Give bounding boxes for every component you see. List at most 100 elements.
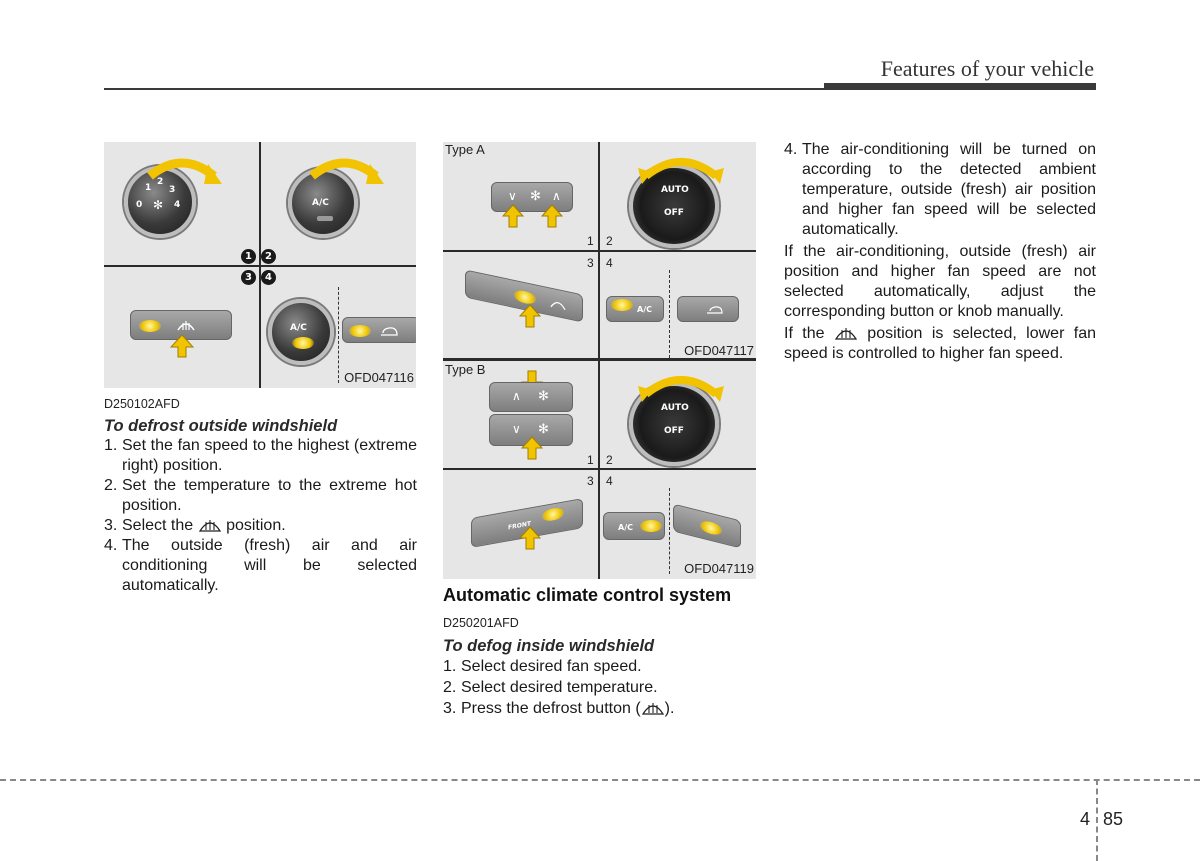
subsection-heading: To defog inside windshield <box>443 637 655 655</box>
ac-button-panel: A/C <box>603 512 665 540</box>
step-number: 2. <box>443 679 457 696</box>
off-label: OFF <box>664 426 684 436</box>
footer-rule <box>0 779 1200 781</box>
up-arrow-icon <box>170 334 194 358</box>
step-number: 4. <box>104 537 118 554</box>
fan-icon: ✻ <box>153 198 164 212</box>
step-text-before: Select the <box>122 517 194 534</box>
off-label: OFF <box>664 208 684 218</box>
section-code: D250102AFD <box>104 397 180 411</box>
marker-2: 2 <box>606 453 613 467</box>
figure-divider <box>669 488 670 574</box>
ac-label: A/C <box>637 305 652 314</box>
rotate-arrow-icon <box>638 376 724 402</box>
fan-up-button: ∧ ✻ <box>489 382 573 412</box>
defrost-icon <box>177 321 195 331</box>
knob-number: 2 <box>157 177 164 187</box>
marker-2: 2 <box>606 234 613 248</box>
marker-2: 2 <box>261 249 276 264</box>
fan-speed-knob: 1 2 3 0 4 ✻ <box>124 166 196 238</box>
right-column: 4. The air-conditioning will be turned o… <box>784 140 1096 364</box>
fan-down-button: ∨ ✻ <box>489 414 573 446</box>
step-text: Select desired fan speed. <box>461 658 642 675</box>
paragraph-text-after: position is selected, lower fan speed is… <box>784 325 1097 362</box>
knob-number: 1 <box>145 183 152 193</box>
indicator-glow <box>139 320 161 332</box>
chevron-down-icon: ∨ <box>508 189 517 203</box>
footer-divider <box>1096 779 1098 861</box>
list-item: 3. Select the position. <box>104 516 417 536</box>
list-item: 4. The air-conditioning will be turned o… <box>784 140 1096 240</box>
step-text: Press the defrost button ( ). <box>461 699 756 719</box>
figure-automatic-climate: Type A Type B ∨ ✻ ∧ AUTO OFF 1 2 3 4 A/C <box>443 142 756 579</box>
marker-3: 3 <box>587 256 594 270</box>
figure-divider <box>104 265 416 267</box>
list-item: 2. Set the temperature to the extreme ho… <box>104 476 417 516</box>
list-item: 3. Press the defrost button ( ). <box>443 699 756 719</box>
step-text: Select the position. <box>122 516 417 536</box>
type-a-label: Type A <box>445 142 485 157</box>
chevron-up-icon: ∧ <box>552 189 561 203</box>
ac-knob: A/C <box>268 299 334 365</box>
step-text-after: ). <box>664 700 675 717</box>
step-text: Set the fan speed to the highest (extrem… <box>122 437 417 474</box>
knob-number: 4 <box>174 200 181 210</box>
indicator-glow <box>349 325 371 337</box>
paragraph: If the position is selected, lower fan s… <box>784 324 1096 364</box>
figure-divider <box>338 287 339 383</box>
up-arrow-icon <box>521 436 543 460</box>
knob-number: 3 <box>169 185 176 195</box>
step-number: 4. <box>784 141 798 158</box>
ac-indicator <box>317 216 333 221</box>
step-number: 1. <box>443 658 457 675</box>
type-b-label: Type B <box>445 362 486 377</box>
header-rule <box>104 88 824 90</box>
rotate-arrow-icon <box>147 158 222 184</box>
fan-icon: ✻ <box>538 388 549 403</box>
up-arrow-icon <box>502 204 524 228</box>
ac-label: A/C <box>312 198 329 208</box>
marker-3: 3 <box>587 474 594 488</box>
list-item: 1. Set the fan speed to the highest (ext… <box>104 436 417 476</box>
list-item: 2. Select desired temperature. <box>443 678 756 698</box>
up-arrow-icon <box>519 304 541 328</box>
marker-1: 1 <box>587 453 594 467</box>
marker-4: 4 <box>606 256 613 270</box>
chevron-down-icon: ∨ <box>512 422 521 436</box>
indicator-glow <box>700 519 722 537</box>
middle-column: D250201AFD To defog inside windshield 1.… <box>443 613 756 719</box>
header-rule-accent <box>824 83 1096 90</box>
figure-code: OFD047116 <box>344 370 414 385</box>
marker-4: 4 <box>606 474 613 488</box>
step-text: Set the temperature to the extreme hot p… <box>122 477 417 514</box>
step-text: Select desired temperature. <box>461 679 658 696</box>
auto-label: AUTO <box>661 185 689 195</box>
step-text: The air-conditioning will be turned on a… <box>802 141 1096 238</box>
step-number: 2. <box>104 477 118 494</box>
ac-label: A/C <box>618 523 633 532</box>
chapter-number: 4 <box>1080 809 1091 829</box>
figure-divider <box>669 270 670 358</box>
paragraph-text-before: If the <box>784 325 825 342</box>
figure-manual-climate-defrost: 1 2 3 0 4 ✻ A/C 1 2 3 4 A/C <box>104 142 416 388</box>
step-text-before: Press the defrost button ( <box>461 700 641 717</box>
defrost-button-panel <box>465 269 583 323</box>
ac-button-panel: A/C <box>606 296 664 322</box>
page-number: 85 <box>1103 809 1124 829</box>
list-item: 1. Select desired fan speed. <box>443 657 756 677</box>
step-number: 1. <box>104 437 118 454</box>
step-text: The outside (fresh) air and air conditio… <box>122 537 417 594</box>
figure-divider <box>443 358 756 361</box>
step-number: 3. <box>104 517 118 534</box>
marker-1: 1 <box>241 249 256 264</box>
defrost-icon <box>550 302 566 310</box>
indicator-glow <box>640 520 662 532</box>
recirculation-button-panel <box>677 296 739 322</box>
rotate-arrow-icon <box>309 158 384 184</box>
subsection-heading: To defrost outside windshield <box>104 417 338 435</box>
list-item: 4. The outside (fresh) air and air condi… <box>104 536 417 596</box>
step-text-after: position. <box>226 517 286 534</box>
step-number: 3. <box>443 700 457 717</box>
figure-code: OFD047119 <box>684 561 754 576</box>
figure-divider <box>443 468 756 470</box>
